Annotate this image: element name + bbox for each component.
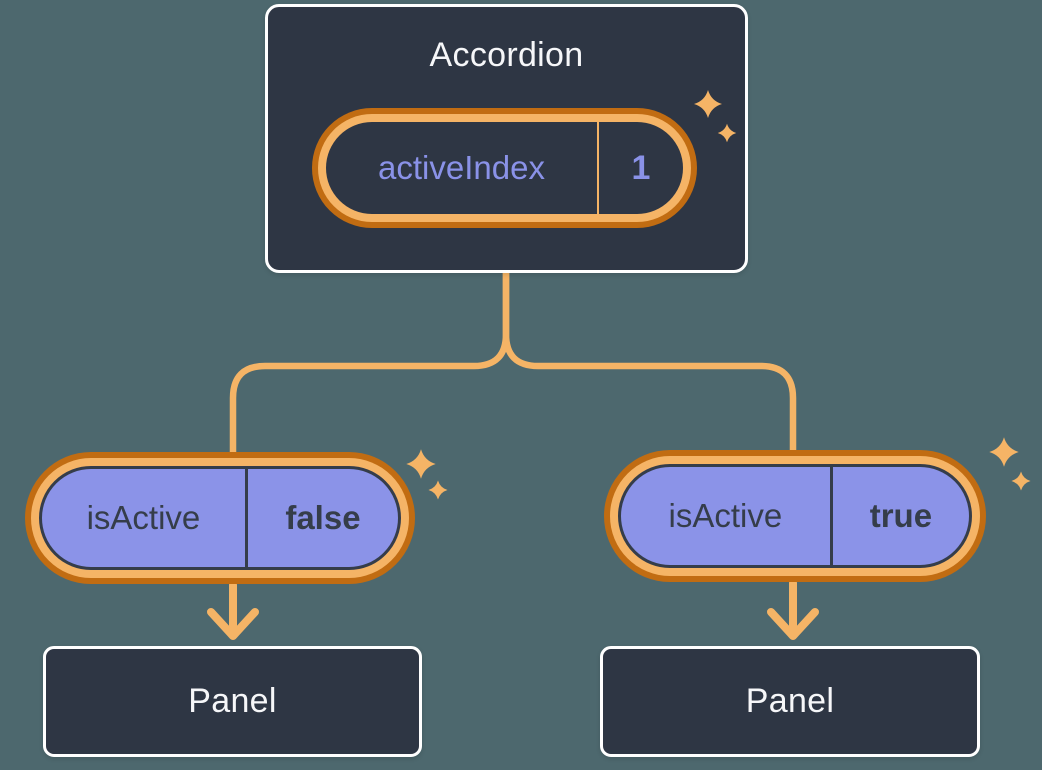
prop-pill-core: isActive true <box>618 464 972 568</box>
prop-pill-ring: isActive false <box>31 458 409 578</box>
prop-pill-value-cell: true <box>833 467 969 565</box>
branch-line-left <box>229 268 510 457</box>
prop-pill-isactive-true: isActive true <box>604 450 986 582</box>
prop-pill-value-cell: false <box>248 469 398 567</box>
accordion-node: Accordion activeIndex 1 <box>265 4 748 273</box>
sparkle-icon <box>989 437 1019 467</box>
prop-pill-divider <box>829 467 833 565</box>
sparkle-icon <box>428 480 448 500</box>
sparkle-icon <box>1011 471 1031 491</box>
state-pill-core: activeIndex 1 <box>326 122 683 214</box>
panel-node-left: Panel <box>43 646 422 757</box>
state-pill-ring: activeIndex 1 <box>318 114 691 222</box>
prop-pill-label: isActive <box>86 499 201 536</box>
prop-pill-core: isActive false <box>39 466 401 570</box>
prop-pill-label-cell: isActive <box>621 467 830 565</box>
prop-pill-label-cell: isActive <box>42 469 245 567</box>
panel-node-right: Panel <box>600 646 980 757</box>
state-pill-label: activeIndex <box>378 149 545 186</box>
arrow-down-icon <box>767 608 819 640</box>
state-pill-value-cell: 1 <box>599 122 683 214</box>
sparkle-icon <box>406 449 436 479</box>
accordion-title: Accordion <box>429 36 584 74</box>
state-pill-value: 1 <box>631 148 651 187</box>
arrow-down-icon <box>207 608 259 640</box>
prop-pill-label: isActive <box>668 497 783 534</box>
state-pill: activeIndex 1 <box>312 108 697 228</box>
panel-label: Panel <box>745 682 835 720</box>
prop-pill-divider <box>244 469 248 567</box>
prop-pill-value: true <box>869 497 933 534</box>
prop-pill-isactive-false: isActive false <box>25 452 415 584</box>
panel-label: Panel <box>188 682 277 720</box>
state-pill-label-cell: activeIndex <box>326 122 597 214</box>
state-pill-divider <box>597 122 599 214</box>
prop-pill-ring: isActive true <box>610 456 980 576</box>
prop-pill-value: false <box>285 499 361 536</box>
branch-line-right <box>502 268 797 456</box>
